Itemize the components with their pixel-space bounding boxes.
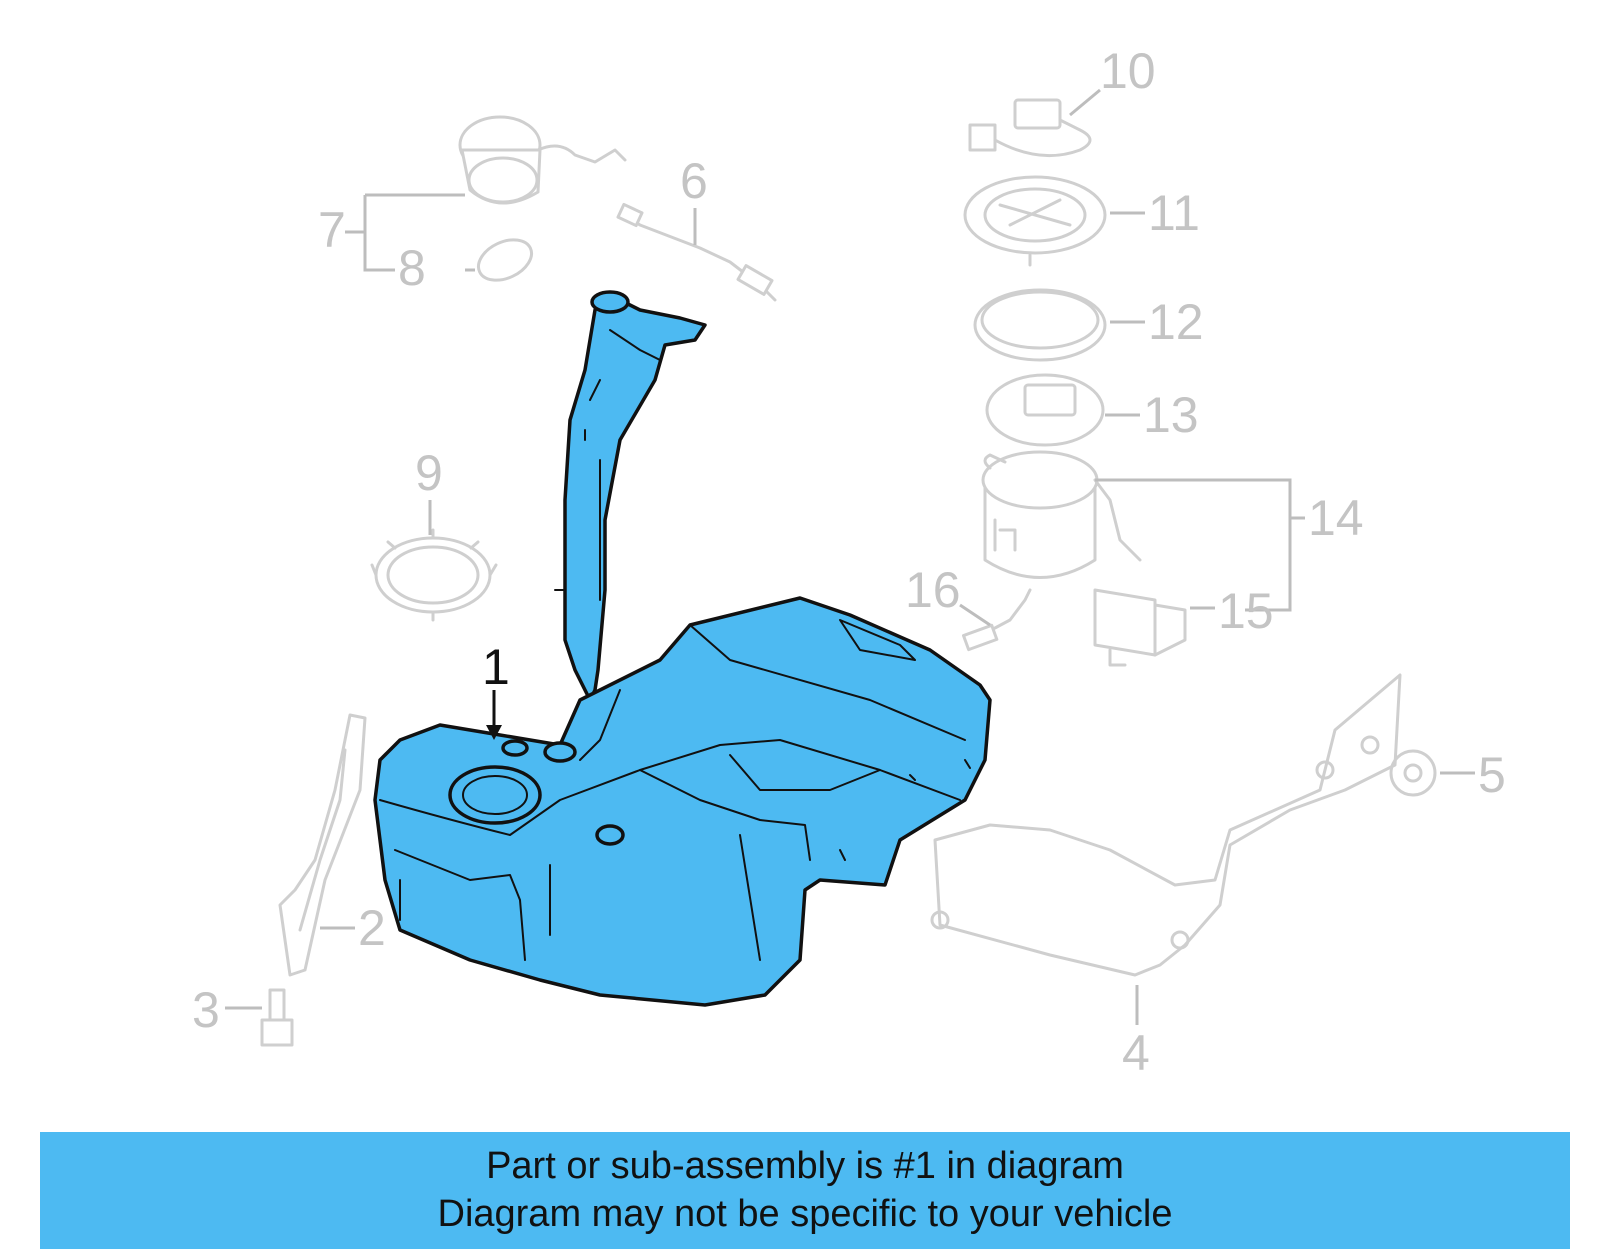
callout-5: 5 (1478, 747, 1506, 803)
leader-1-arrowhead (486, 725, 502, 740)
leader-16 (959, 603, 991, 627)
callout-3: 3 (192, 982, 220, 1038)
banner-line-2: Diagram may not be specific to your vehi… (437, 1193, 1173, 1235)
flange-part[interactable] (963, 175, 1107, 267)
callout-15: 15 (1218, 583, 1274, 639)
callout-4: 4 (1122, 1025, 1150, 1081)
callout-11: 11 (1148, 185, 1200, 241)
callout-9: 9 (415, 445, 443, 501)
callout-6: 6 (680, 153, 708, 209)
fuel-pump-part[interactable] (981, 373, 1142, 579)
fuel-cap-part[interactable] (458, 115, 627, 205)
lock-ring-part[interactable] (370, 528, 498, 622)
callout-1: 1 (482, 639, 510, 695)
callout-14: 14 (1308, 490, 1364, 546)
bracket-part[interactable] (1093, 588, 1187, 667)
grommet-part[interactable] (1389, 749, 1437, 797)
bolt-part[interactable] (260, 988, 294, 1047)
callout-2: 2 (358, 900, 386, 956)
info-banner: Part or sub-assembly is #1 in diagram Di… (40, 1132, 1570, 1249)
leader-10 (1069, 88, 1101, 117)
connector-part[interactable] (968, 98, 1092, 158)
callout-10: 10 (1100, 43, 1156, 99)
o-ring-part[interactable] (472, 232, 538, 288)
callout-7: 7 (318, 202, 346, 258)
wire-harness-part[interactable] (962, 588, 1032, 652)
callout-8: 8 (398, 240, 426, 296)
callout-12: 12 (1148, 294, 1204, 350)
banner-line-1: Part or sub-assembly is #1 in diagram (486, 1145, 1124, 1187)
bracket-7-8 (363, 193, 475, 272)
strap-part[interactable] (278, 713, 367, 977)
parts-diagram: 1 2 3 4 5 6 7 8 9 10 11 12 13 14 15 16 (192, 43, 1506, 1081)
heat-shield-part[interactable] (930, 673, 1402, 977)
callout-13: 13 (1143, 387, 1199, 443)
bracket-14-15 (1095, 478, 1305, 612)
callout-16: 16 (905, 562, 961, 618)
sensor-wire-part[interactable] (616, 202, 777, 302)
fuel-tank-part[interactable] (373, 290, 992, 1007)
seal-part[interactable] (973, 288, 1107, 362)
